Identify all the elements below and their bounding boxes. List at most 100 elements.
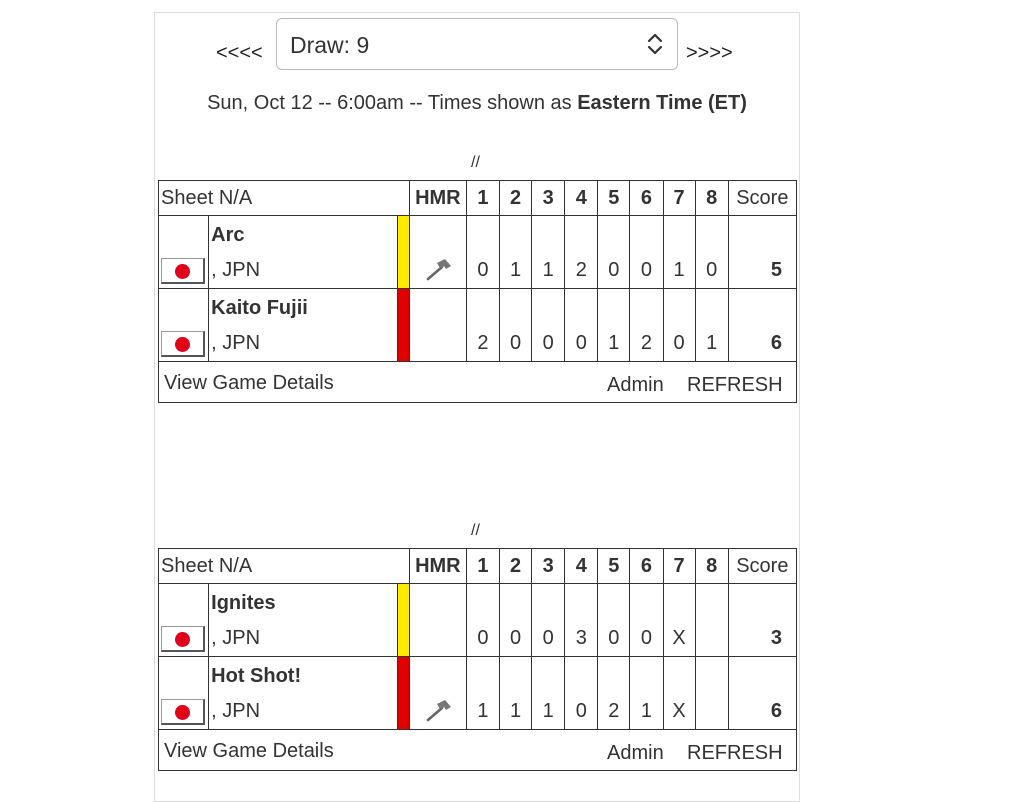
total-score-cell: 6: [727, 288, 798, 362]
end-score-cell: 1: [499, 215, 533, 289]
end-column-header: 6: [629, 180, 664, 216]
end-score-cell: 1: [531, 656, 566, 730]
end-score-cell: 0: [499, 288, 533, 362]
total-score-cell: 6: [727, 656, 798, 730]
team-name: Ignites: [211, 592, 276, 614]
hammer-cell: [408, 288, 467, 362]
draw-select[interactable]: Draw: 9: [276, 18, 678, 70]
team-country: , JPN: [211, 627, 261, 649]
stone-color-indicator: [396, 583, 410, 657]
end-score-cell: 0: [564, 288, 599, 362]
end-score-cell: 1: [531, 215, 566, 289]
team-country: , JPN: [211, 332, 261, 354]
view-game-details-link[interactable]: View Game Details: [164, 740, 334, 762]
end-column-header: 2: [499, 180, 533, 216]
end-score-cell: X: [662, 583, 696, 657]
refresh-link[interactable]: REFRESH: [687, 374, 783, 396]
game-footer-row: View Game Details Admin REFRESH: [158, 361, 797, 403]
stone-color-indicator: [396, 656, 410, 730]
end-score-cell: 0: [531, 288, 566, 362]
flag-cell: [157, 215, 210, 289]
end-score-cell: 0: [531, 583, 566, 657]
end-column-header: 6: [629, 548, 664, 584]
end-score-cell: 0: [597, 583, 631, 657]
end-column-header: 1: [465, 180, 501, 216]
end-column-header: 3: [531, 180, 566, 216]
total-score-cell: 5: [727, 215, 798, 289]
team-info-cell: Hot Shot!, JPN: [208, 656, 398, 730]
end-column-header: 5: [597, 548, 631, 584]
end-score-cell: 3: [564, 583, 599, 657]
end-score-cell: 0: [499, 583, 533, 657]
refresh-link[interactable]: REFRESH: [687, 742, 783, 764]
japan-flag-icon: [161, 699, 205, 725]
hammer-cell: [408, 656, 467, 730]
sheet-label: Sheet N/A: [158, 548, 410, 584]
view-game-details-link[interactable]: View Game Details: [164, 372, 334, 394]
end-score-cell: 0: [465, 583, 501, 657]
timezone-label: Eastern Time (ET): [577, 92, 747, 114]
end-score-cell: 0: [662, 288, 696, 362]
end-column-header: 1: [465, 548, 501, 584]
team-info-cell: Ignites , JPN: [208, 583, 398, 657]
admin-link[interactable]: Admin: [607, 742, 664, 764]
end-column-header: 7: [662, 180, 696, 216]
end-score-cell: 2: [597, 656, 631, 730]
japan-flag-icon: [161, 626, 205, 652]
total-score-cell: 3: [727, 583, 798, 657]
hammer-cell: [408, 215, 467, 289]
end-score-cell: 0: [564, 656, 599, 730]
japan-flag-icon: [161, 331, 205, 357]
team-info-cell: Kaito Fujii , JPN: [208, 288, 398, 362]
hammer-column-header: HMR: [408, 180, 467, 216]
stone-color-indicator: [396, 215, 410, 289]
end-score-cell: 0: [465, 215, 501, 289]
hammer-column-header: HMR: [408, 548, 467, 584]
admin-link[interactable]: Admin: [607, 374, 664, 396]
end-score-cell: 0: [629, 583, 664, 657]
score-column-header: Score: [727, 180, 798, 216]
end-column-header: 4: [564, 548, 599, 584]
end-score-cell: X: [662, 656, 696, 730]
end-score-cell: 1: [629, 656, 664, 730]
draw-select-value: Draw: 9: [290, 32, 370, 58]
hammer-icon: [426, 700, 451, 722]
flag-cell: [157, 288, 210, 362]
previous-draw-link[interactable]: <<<<: [216, 42, 263, 64]
end-score-cell: 0: [597, 215, 631, 289]
end-score-cell: 0: [694, 215, 729, 289]
end-column-header: 8: [694, 548, 729, 584]
end-score-cell: [694, 583, 729, 657]
end-column-header: 7: [662, 548, 696, 584]
end-column-header: 3: [531, 548, 566, 584]
draw-datetime: Sun, Oct 12 -- 6:00am -- Times shown as: [207, 92, 578, 114]
next-draw-link[interactable]: >>>>: [686, 42, 733, 64]
team-name: Kaito Fujii: [211, 297, 308, 319]
end-score-cell: 1: [465, 656, 501, 730]
draw-navigation: <<<< Draw: 9 >>>>: [216, 18, 776, 70]
end-column-header: 8: [694, 180, 729, 216]
team-name: Arc: [211, 224, 245, 246]
end-score-cell: 1: [694, 288, 729, 362]
end-column-header: 2: [499, 548, 533, 584]
end-score-cell: 1: [662, 215, 696, 289]
end-score-cell: 1: [597, 288, 631, 362]
end-column-header: 5: [597, 180, 631, 216]
game-footer-row: View Game Details Admin REFRESH: [158, 729, 797, 771]
stone-color-indicator: [396, 288, 410, 362]
draw-time-info: Sun, Oct 12 -- 6:00am -- Times shown as …: [154, 92, 800, 115]
hammer-icon: [426, 259, 451, 281]
end-score-cell: 0: [629, 215, 664, 289]
score-column-header: Score: [727, 548, 798, 584]
flag-cell: [157, 583, 210, 657]
team-country: , JPN: [211, 259, 261, 281]
end-score-cell: 1: [499, 656, 533, 730]
team-country: , JPN: [211, 700, 261, 722]
